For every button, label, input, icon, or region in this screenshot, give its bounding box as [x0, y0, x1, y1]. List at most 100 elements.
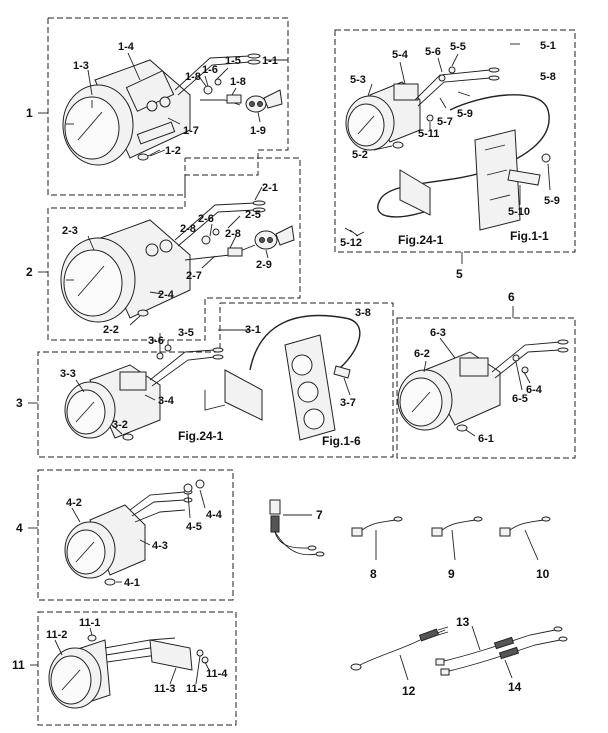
part-label-5-11: 5-11	[418, 128, 439, 140]
part-12: 12	[350, 626, 449, 698]
part-label-5-7: 5-7	[437, 116, 453, 128]
engine-block-fig-1-6	[284, 334, 336, 441]
part-label-9: 9	[448, 567, 455, 581]
part-label-3-7: 3-7	[340, 397, 356, 409]
assembly-11: 11 11-1 11-2 11-3 11-4 11-5	[12, 611, 237, 726]
part-label-5-5: 5-5	[450, 41, 466, 53]
part-13: 13	[435, 615, 563, 666]
part-label-4-2: 4-2	[66, 497, 82, 509]
assembly-3-label: 3	[16, 396, 23, 410]
part-label-5-12: 5-12	[340, 237, 362, 249]
part-label-6-5: 6-5	[512, 393, 528, 405]
part-label-1-3: 1-3	[73, 60, 89, 72]
gauge-5-3	[345, 81, 421, 151]
part-label-5-9a: 5-9	[457, 108, 473, 120]
part-10: 10	[499, 516, 551, 581]
part-label-8: 8	[370, 567, 377, 581]
assembly-11-box	[37, 611, 237, 726]
part-label-11-4: 11-4	[206, 668, 228, 680]
part-label-12: 12	[402, 684, 416, 698]
part-label-5-8: 5-8	[540, 71, 556, 83]
part-label-5-6: 5-6	[425, 46, 441, 58]
gauge-2-3	[60, 219, 191, 323]
part-9: 9	[431, 516, 483, 581]
assembly-2: 2 2-1	[26, 157, 301, 341]
part-label-6-1: 6-1	[478, 433, 494, 445]
assembly-1-box	[47, 17, 289, 196]
part-label-3-6: 3-6	[148, 335, 164, 347]
part-label-14: 14	[508, 680, 522, 694]
assembly-4: 4 4-1 4-2 4-3 4-4 4-5	[16, 469, 234, 601]
part-label-5-3: 5-3	[350, 74, 366, 86]
part-label-6-4: 6-4	[526, 384, 543, 396]
part-label-5-1: 5-1	[540, 40, 556, 52]
part-label-1-4: 1-4	[118, 41, 135, 53]
part-label-5-9b: 5-9	[544, 195, 560, 207]
part-7: 7	[269, 499, 325, 557]
gauge-11-2	[48, 639, 111, 709]
gauge-4-2	[64, 504, 146, 579]
assembly-11-label: 11	[12, 658, 25, 672]
part-label-3-1: 3-1	[245, 324, 261, 336]
part-label-10: 10	[536, 567, 550, 581]
assembly-1-label: 1	[26, 106, 33, 120]
connector-2-9	[254, 225, 295, 250]
part-label-13: 13	[456, 615, 470, 629]
part-label-4-1: 4-1	[124, 577, 140, 589]
part-label-11-5: 11-5	[186, 683, 207, 695]
ref-fig-1-6: Fig.1-6	[322, 434, 361, 448]
part-label-2-3: 2-3	[62, 225, 78, 237]
part-label-2-8b: 2-8	[225, 228, 241, 240]
part-label-2-1: 2-1	[262, 182, 278, 194]
assembly-5: 5 5-1	[334, 29, 576, 281]
part-label-3-4: 3-4	[158, 395, 175, 407]
part-label-5-10: 5-10	[508, 206, 530, 218]
assembly-4-label: 4	[16, 521, 23, 535]
part-label-6-3: 6-3	[430, 327, 446, 339]
part-label-3-2: 3-2	[112, 419, 128, 431]
part-label-11-1: 11-1	[79, 617, 100, 629]
part-label-2-2: 2-2	[103, 324, 119, 336]
part-label-5-4: 5-4	[392, 49, 409, 61]
part-label-1-8b: 1-8	[230, 76, 246, 88]
assembly-5-box	[334, 29, 576, 253]
part-label-2-6: 2-6	[198, 213, 214, 225]
part-label-1-1: 1-1	[262, 55, 278, 67]
part-label-3-3: 3-3	[60, 368, 76, 380]
assembly-6-label: 6	[508, 290, 515, 304]
assembly-4-box	[37, 469, 234, 601]
part-label-4-5: 4-5	[186, 521, 202, 533]
part-label-4-4: 4-4	[206, 509, 223, 521]
assembly-2-label: 2	[26, 265, 33, 279]
assembly-6: 6 6-1 6-2 6-3 6-4 6-5	[396, 290, 576, 459]
part-label-3-5: 3-5	[178, 327, 194, 339]
part-label-2-9: 2-9	[256, 259, 272, 271]
part-label-1-9: 1-9	[250, 125, 266, 137]
cable-3-8	[249, 314, 361, 371]
part-label-7: 7	[316, 508, 323, 522]
part-label-3-8: 3-8	[355, 307, 371, 319]
part-label-11-3: 11-3	[154, 683, 175, 695]
gauge-1-3	[62, 59, 191, 166]
part-14: 14	[440, 636, 568, 694]
assembly-5-label: 5	[456, 267, 463, 281]
part-label-6-2: 6-2	[414, 348, 430, 360]
part-label-1-6: 1-6	[202, 64, 218, 76]
ref-fig-1-1: Fig.1-1	[510, 229, 549, 243]
assembly-6-box	[396, 317, 576, 459]
connector-1-9	[245, 89, 283, 113]
ref-fig-24-1-a: Fig.24-1	[178, 429, 224, 443]
part-label-1-8a: 1-8	[185, 71, 201, 83]
part-label-4-3: 4-3	[152, 540, 168, 552]
part-label-1-5: 1-5	[225, 55, 241, 67]
gauge-3-3	[64, 364, 161, 439]
part-8: 8	[351, 516, 403, 581]
gauge-6-2	[397, 351, 501, 431]
part-label-2-4: 2-4	[158, 289, 175, 301]
part-label-11-2: 11-2	[46, 629, 67, 641]
assembly-3: 3 3-1	[16, 302, 394, 458]
part-label-5-2: 5-2	[352, 149, 368, 161]
assembly-2-box	[47, 157, 301, 341]
ref-fig-24-1-b: Fig.24-1	[398, 233, 444, 247]
